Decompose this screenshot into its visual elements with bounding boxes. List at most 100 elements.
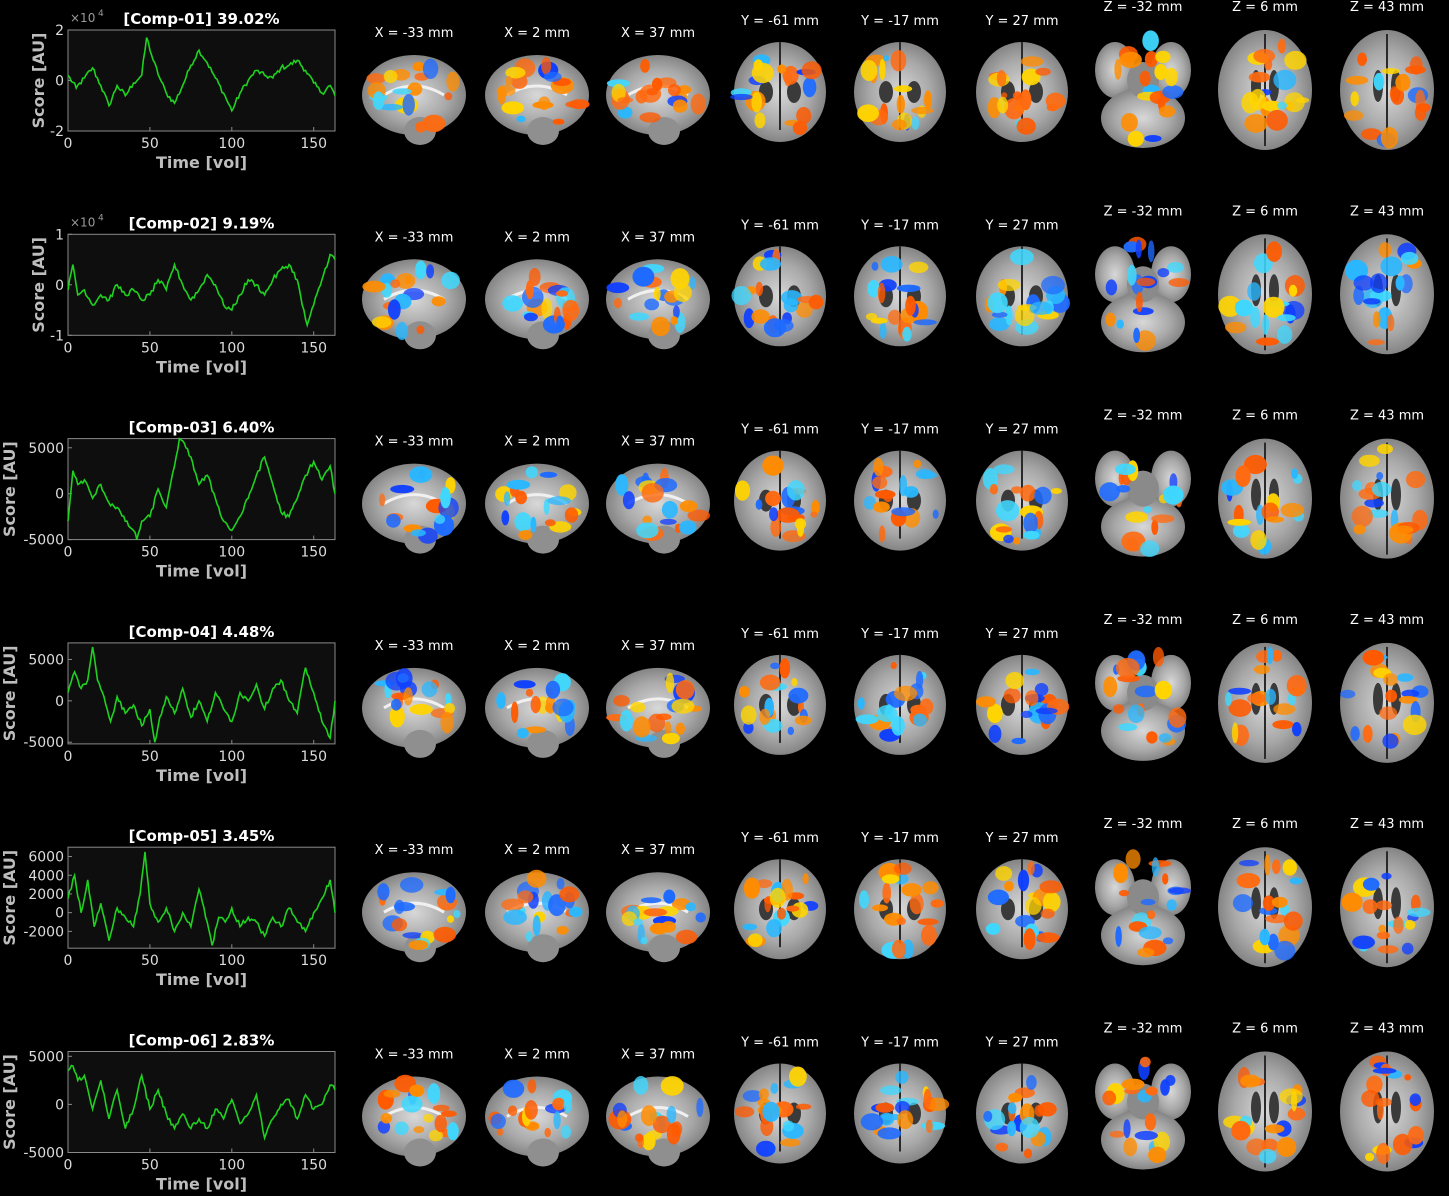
- positive-activation: [433, 926, 457, 943]
- negative-activation: [1352, 480, 1363, 491]
- slice-label: Y = -61 mm: [740, 14, 819, 29]
- negative-activation: [1115, 926, 1122, 947]
- positive-activation: [524, 726, 547, 734]
- positive-activation: [1225, 321, 1247, 334]
- negative-activation: [661, 500, 678, 519]
- timecourse-line: [67, 851, 336, 946]
- negative-activation: [615, 474, 629, 496]
- positive-activation: [1045, 92, 1066, 110]
- y-tick-label: -1: [50, 328, 64, 344]
- negative-activation: [773, 319, 794, 333]
- white-matter: [383, 901, 445, 914]
- negative-activation: [1274, 940, 1296, 961]
- positive-activation: [1350, 91, 1359, 107]
- positive-activation: [922, 881, 939, 895]
- positive-activation: [675, 722, 686, 735]
- slice-label: X = -33 mm: [375, 1048, 454, 1063]
- negative-activation: [447, 1122, 459, 1141]
- positive-activation: [556, 290, 568, 297]
- slice-label: Z = 6 mm: [1232, 0, 1298, 15]
- negative-activation: [394, 1121, 409, 1136]
- positive-activation: [1266, 241, 1282, 262]
- negative-activation: [760, 257, 781, 271]
- negative-activation: [421, 681, 438, 698]
- negative-activation: [1250, 306, 1261, 329]
- negative-activation: [985, 923, 1001, 935]
- negative-activation: [415, 260, 427, 280]
- positive-activation: [1025, 897, 1042, 915]
- positive-activation: [1288, 284, 1298, 297]
- y-tick-label: -5000: [23, 735, 64, 751]
- negative-activation: [386, 513, 401, 528]
- positive-activation: [883, 490, 894, 503]
- positive-activation: [738, 685, 750, 698]
- x-tick-label: 50: [141, 340, 159, 356]
- positive-activation: [1377, 945, 1399, 954]
- negative-activation: [1132, 307, 1154, 316]
- negative-activation: [1381, 872, 1392, 880]
- negative-activation: [525, 931, 533, 942]
- slice-label: X = 2 mm: [504, 639, 570, 654]
- positive-activation: [881, 874, 900, 884]
- negative-activation: [402, 93, 415, 116]
- x-tick-label: 150: [300, 1158, 327, 1174]
- cerebellum: [404, 321, 436, 350]
- negative-activation: [606, 282, 630, 294]
- positive-activation: [976, 696, 996, 708]
- positive-activation: [1372, 311, 1381, 328]
- positive-activation: [444, 92, 453, 101]
- x-tick-label: 0: [64, 749, 73, 765]
- positive-activation: [872, 501, 890, 513]
- negative-activation: [501, 510, 510, 526]
- brain-slice: [1218, 438, 1312, 559]
- positive-activation: [1272, 859, 1281, 874]
- positive-activation: [507, 1105, 518, 1117]
- positive-activation: [759, 674, 781, 691]
- brain-slice: [976, 450, 1068, 551]
- negative-activation: [871, 261, 879, 271]
- positive-activation: [362, 280, 386, 293]
- negative-activation: [756, 1140, 776, 1157]
- positive-activation: [1012, 91, 1023, 101]
- positive-activation: [791, 678, 798, 687]
- positive-activation: [1008, 1092, 1023, 1103]
- positive-activation: [987, 703, 1003, 724]
- positive-activation: [630, 701, 646, 713]
- brain-slice: [606, 463, 711, 554]
- slice-label: Y = 27 mm: [984, 627, 1058, 642]
- negative-activation: [1259, 928, 1270, 946]
- negative-activation: [731, 286, 752, 306]
- slice-label: Z = -32 mm: [1104, 0, 1183, 15]
- negative-activation: [636, 522, 659, 539]
- positive-activation: [1376, 1142, 1391, 1165]
- positive-activation: [431, 296, 446, 307]
- y-tick-label: 5000: [28, 1049, 64, 1065]
- axis-multiplier-exponent: 4: [98, 9, 104, 19]
- negative-activation: [1162, 937, 1174, 945]
- positive-activation: [1236, 873, 1261, 889]
- ventricle: [879, 81, 893, 103]
- positive-activation: [379, 493, 386, 507]
- positive-activation: [670, 316, 678, 325]
- negative-activation: [426, 264, 435, 279]
- positive-activation: [873, 457, 884, 477]
- timecourse-line: [67, 646, 336, 743]
- positive-activation: [1255, 337, 1279, 346]
- positive-activation: [1119, 51, 1142, 68]
- ventricle: [1373, 682, 1383, 715]
- x-tick-label: 0: [64, 953, 73, 969]
- axis-multiplier-exponent: 4: [98, 213, 104, 223]
- positive-activation: [872, 904, 888, 912]
- slice-label: Z = -32 mm: [1104, 1022, 1183, 1037]
- positive-activation: [921, 924, 937, 946]
- brain-slice: [976, 859, 1068, 960]
- brain-slice: [854, 246, 946, 347]
- positive-activation: [1378, 924, 1386, 933]
- positive-activation: [1376, 931, 1391, 940]
- slice-label: X = 2 mm: [504, 1048, 570, 1063]
- positive-activation: [1158, 105, 1176, 118]
- positive-activation: [1139, 70, 1151, 87]
- positive-activation: [653, 286, 661, 301]
- positive-activation: [1125, 511, 1148, 523]
- slice-label: X = 2 mm: [504, 435, 570, 450]
